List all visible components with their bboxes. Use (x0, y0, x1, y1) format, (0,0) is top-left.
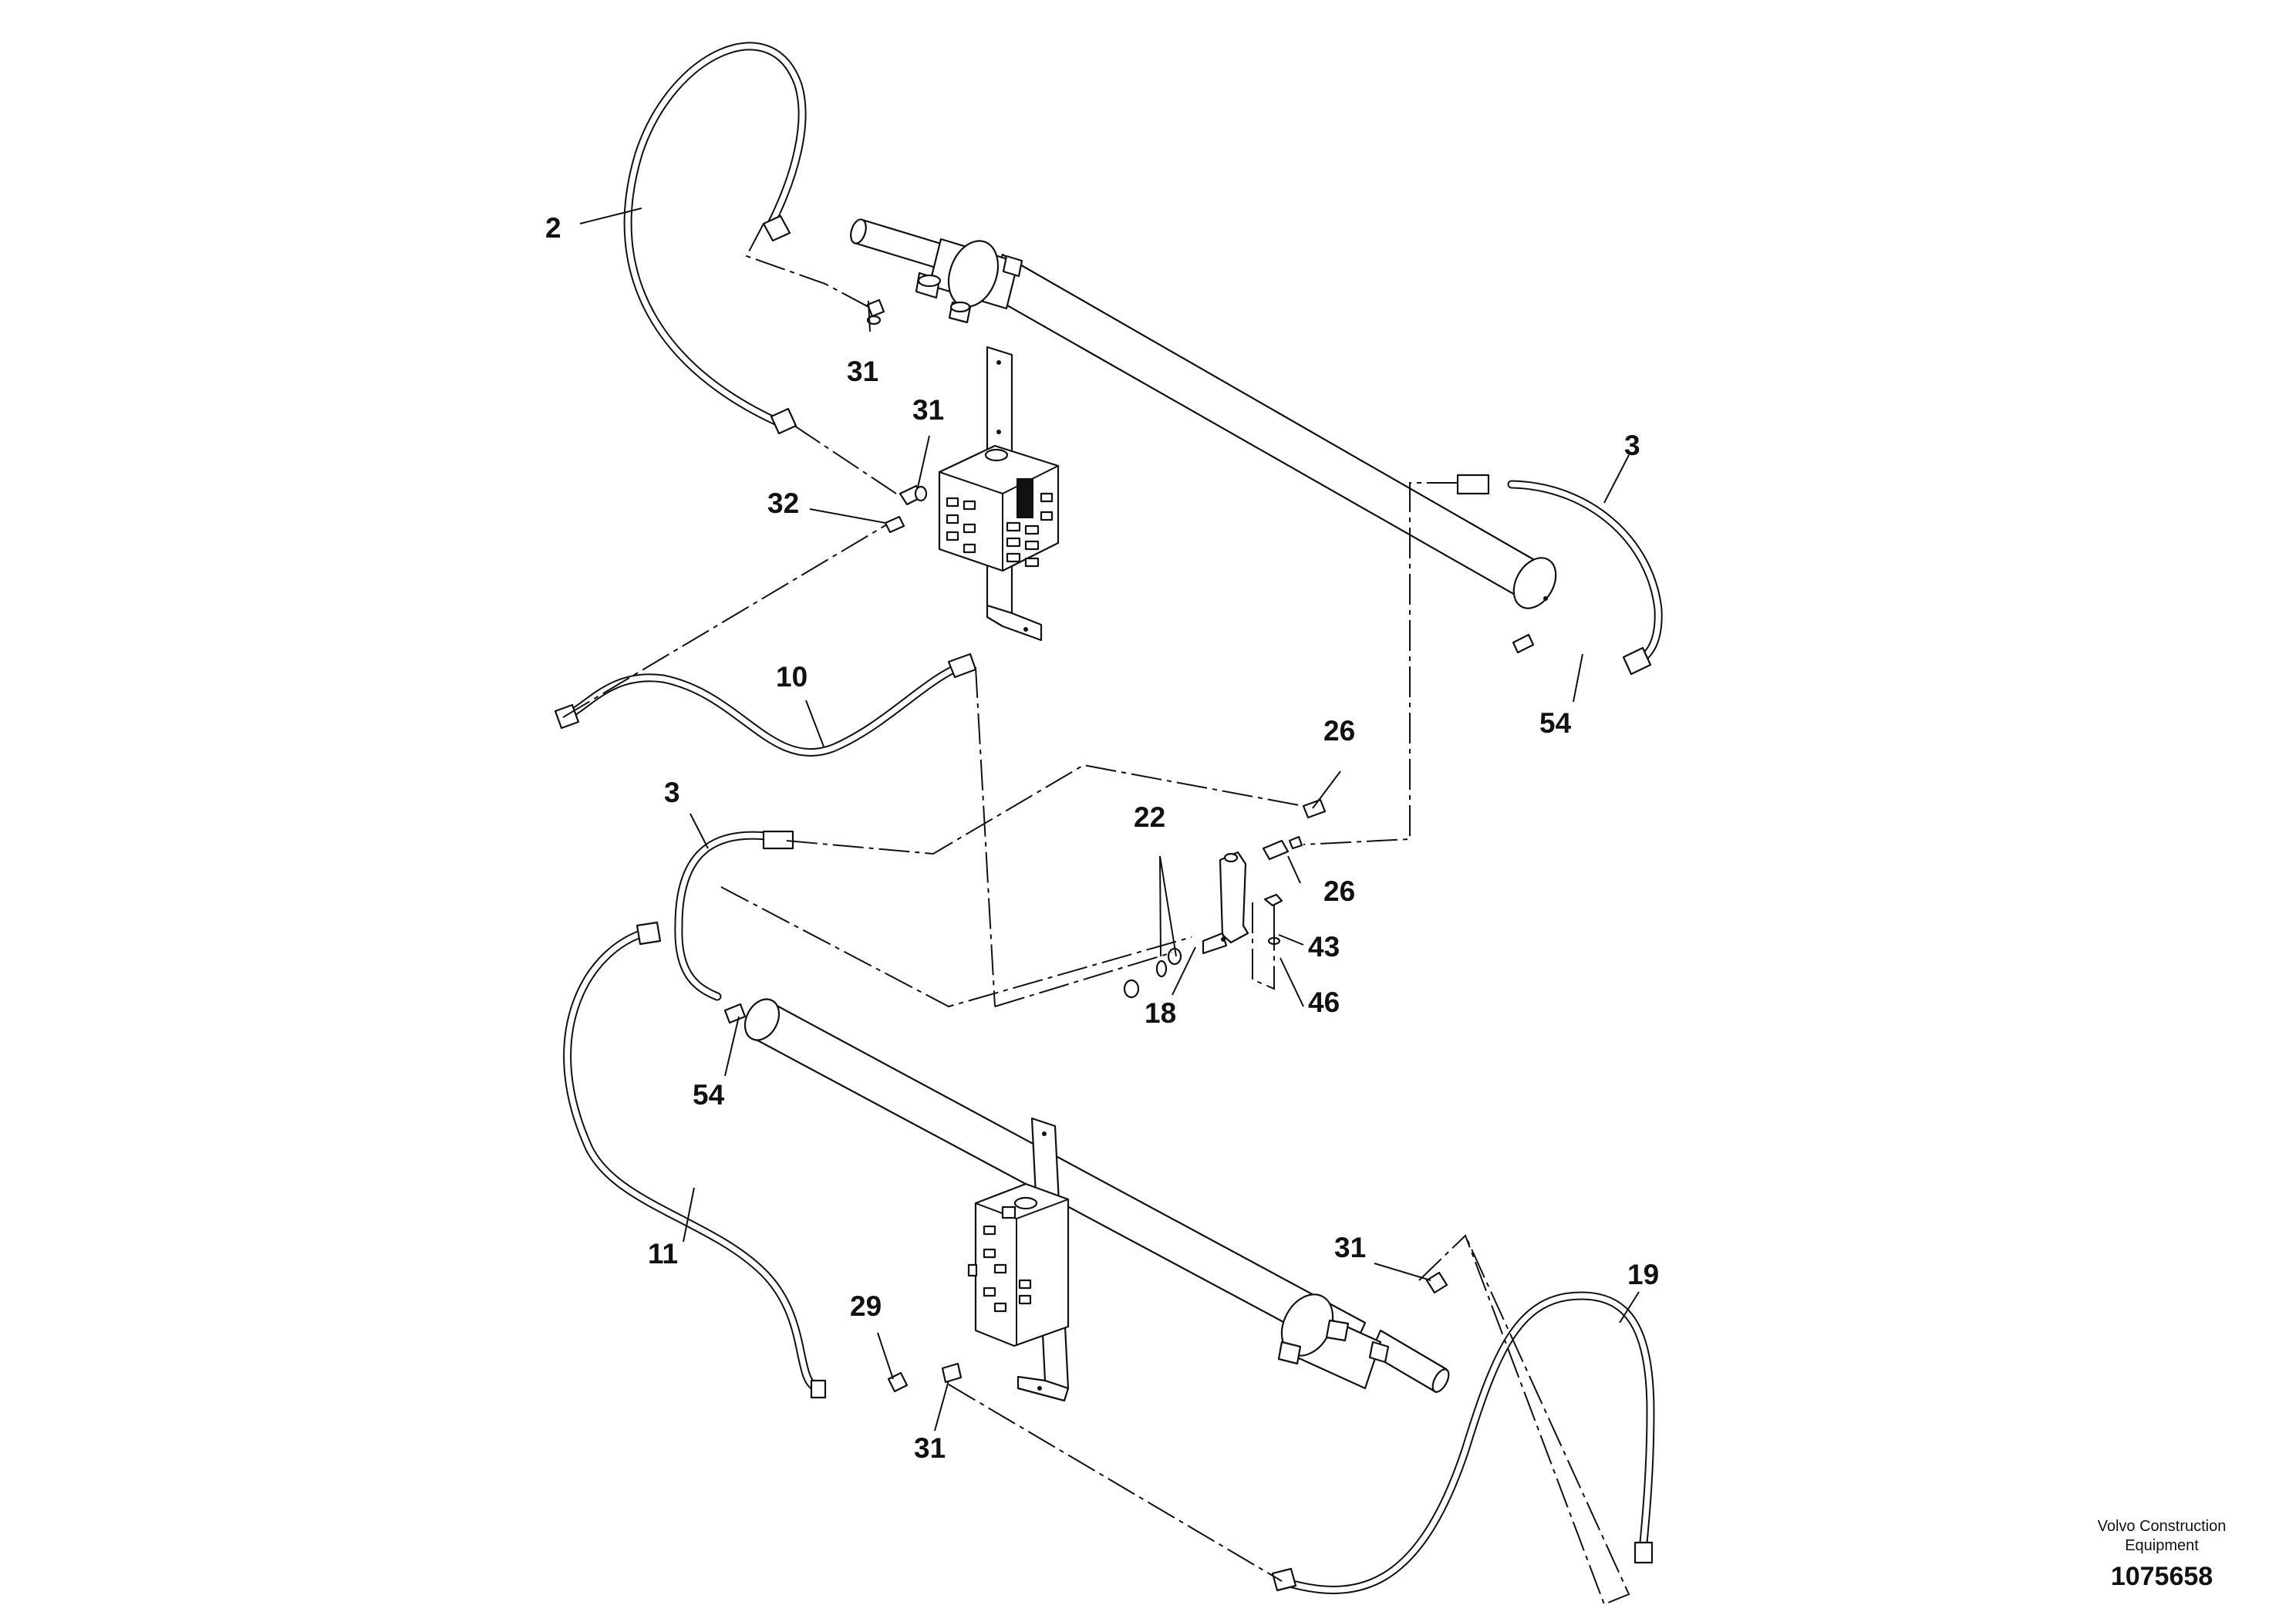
company-name-line1: Volvo Construction (2098, 1518, 2227, 1535)
callout-32: 32 (767, 487, 799, 519)
callout-29: 29 (850, 1290, 882, 1322)
callout-31-lower-right: 31 (1334, 1232, 1366, 1263)
callout-31-bottom: 31 (914, 1432, 946, 1464)
company-name-line2: Equipment (2125, 1537, 2199, 1554)
callout-3-lower: 3 (664, 777, 680, 808)
hydraulic-hoses (554, 42, 1663, 1594)
callout-3-upper: 3 (1624, 430, 1640, 461)
callout-leader-lines (579, 207, 1640, 1431)
drawing-caption: Volvo Construction Equipment 1075658 (2098, 1518, 2227, 1591)
callout-31-top: 31 (847, 356, 878, 387)
upper-hydraulic-cylinder (850, 218, 1557, 609)
callout-19: 19 (1627, 1259, 1659, 1290)
callout-54-lower: 54 (693, 1079, 725, 1111)
callout-22: 22 (1134, 801, 1165, 833)
upper-valve-block (938, 346, 1060, 642)
callout-43: 43 (1308, 931, 1340, 963)
callout-26-lower: 26 (1323, 875, 1355, 907)
lower-valve-block (967, 1117, 1070, 1402)
callout-54-upper: 54 (1539, 707, 1572, 739)
callout-26-upper: 26 (1323, 715, 1355, 747)
mounting-bracket-18 (1123, 851, 1283, 999)
drawing-number: 1075658 (2111, 1562, 2213, 1591)
callout-2: 2 (545, 212, 561, 244)
callout-10: 10 (776, 661, 807, 693)
routing-dashed-lines (562, 223, 1630, 1606)
lower-hydraulic-cylinder (743, 998, 1450, 1394)
callout-31-valve: 31 (912, 394, 944, 426)
fittings (723, 298, 1535, 1393)
callout-labels: 2 31 31 32 10 3 54 26 22 26 3 43 46 18 5… (545, 212, 1659, 1464)
callout-46: 46 (1308, 986, 1340, 1018)
callout-18: 18 (1145, 997, 1176, 1029)
callout-11: 11 (648, 1238, 678, 1270)
